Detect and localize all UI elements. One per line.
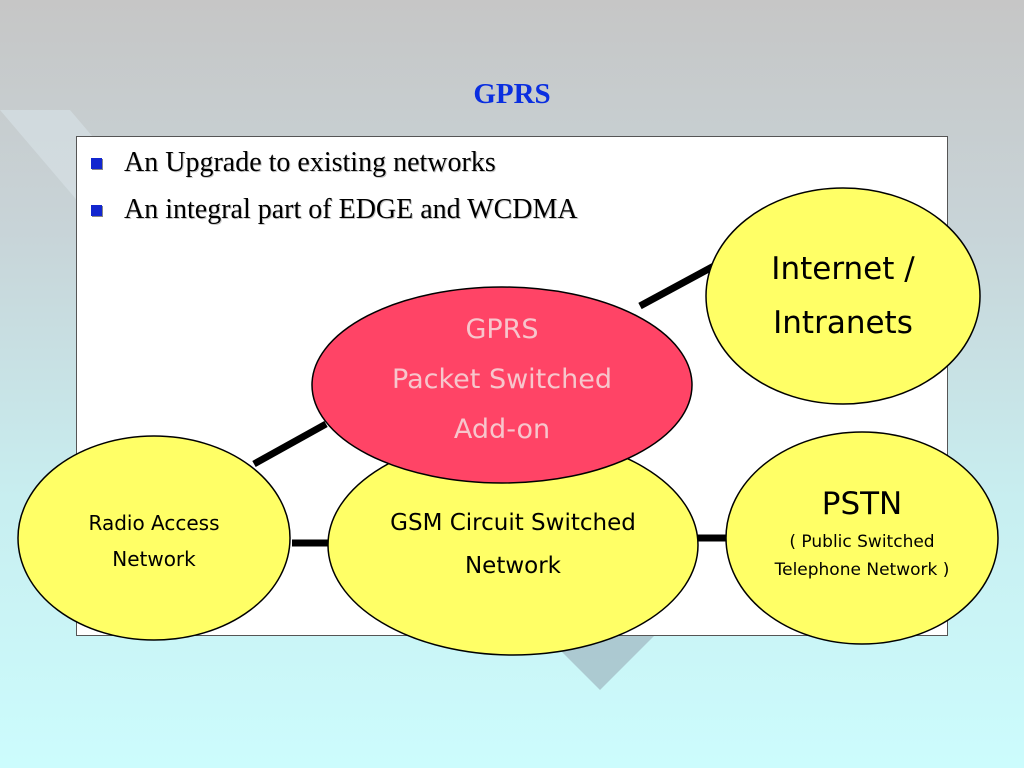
- square-bullet-icon: [91, 204, 102, 216]
- gprs-node: [311, 286, 693, 484]
- gprs-label: GPRS Packet Switched Add-on: [312, 305, 692, 455]
- bullet-list: An Upgrade to existing networks An integ…: [91, 147, 578, 241]
- internet-label-line1: Internet /: [771, 251, 915, 287]
- gsm-label-line1: GSM Circuit Switched: [390, 510, 636, 536]
- internet-label: Internet / Intranets: [706, 242, 980, 350]
- gprs-label-line1: GPRS: [465, 314, 539, 345]
- pstn-label-line3: Telephone Network ): [774, 560, 950, 580]
- bullet-item-edge-wcdma: An integral part of EDGE and WCDMA: [91, 194, 578, 226]
- pstn-node: [725, 431, 999, 645]
- gsm-label-line2: Network: [464, 553, 562, 579]
- radio-access-label-line1: Radio Access: [88, 511, 220, 535]
- slide-title: GPRS: [473, 78, 551, 110]
- bullet-item-upgrade: An Upgrade to existing networks: [91, 147, 578, 179]
- connector-gprs-internet: [638, 262, 716, 310]
- radio-access-label-line2: Network: [112, 547, 196, 571]
- internet-label-line2: Intranets: [773, 305, 913, 341]
- bullet-text: An Upgrade to existing networks: [124, 147, 496, 178]
- pstn-label-line2: ( Public Switched: [789, 532, 935, 552]
- radio-access-label: Radio Access Network: [18, 505, 290, 577]
- gprs-label-line3: Add-on: [453, 414, 551, 445]
- gprs-label-line2: Packet Switched: [392, 364, 612, 395]
- gsm-label: GSM Circuit Switched Network: [328, 502, 698, 588]
- radio-access-node: [17, 435, 291, 641]
- square-bullet-icon: [91, 157, 102, 169]
- pstn-label: PSTN ( Public Switched Telephone Network…: [726, 480, 998, 584]
- bullet-text: An integral part of EDGE and WCDMA: [124, 194, 578, 225]
- connector-radio-gprs: [252, 420, 328, 468]
- pstn-label-line1: PSTN: [821, 486, 903, 522]
- internet-node: [705, 187, 981, 405]
